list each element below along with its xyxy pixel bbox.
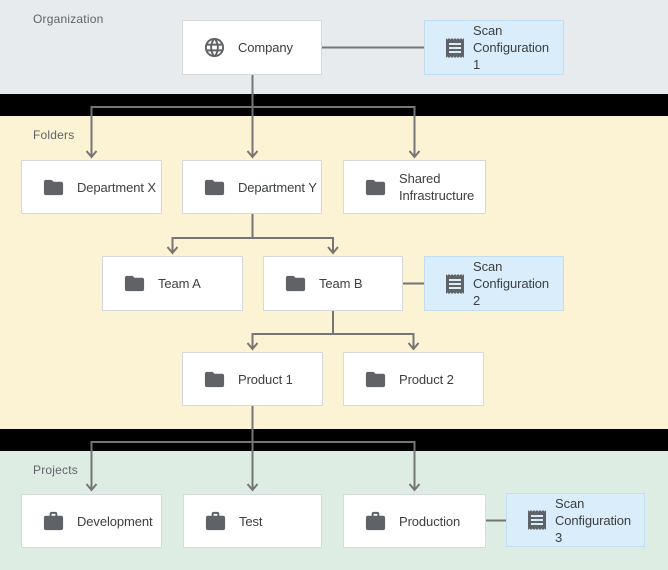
divider-band-bottom [0,429,668,451]
node-scan-config-1: Scan Configuration 1 [424,20,564,75]
node-label: Department X [77,179,157,195]
folder-icon [284,272,307,295]
node-label: Scan Configuration 3 [555,495,632,545]
node-label: Company [238,40,293,55]
briefcase-icon [204,510,227,533]
folder-icon [42,176,65,199]
node-product-2: Product 2 [343,352,484,406]
node-label: Development [77,513,153,529]
node-department-y: Department Y [182,160,322,214]
node-test: Test [183,494,322,548]
folders-band-label: Folders [33,128,75,142]
organization-band: Organization [0,0,668,94]
node-company: Company [182,20,322,75]
briefcase-icon [42,510,65,533]
node-scan-config-2: Scan Configuration 2 [424,256,564,311]
node-label: Team A [158,276,201,291]
node-scan-config-3: Scan Configuration 3 [506,493,645,547]
node-label: Test [239,513,263,529]
divider-band-top [0,94,668,116]
organization-band-label: Organization [33,12,104,26]
projects-band-label: Projects [33,463,78,477]
folder-icon [203,176,226,199]
folder-icon [364,176,387,199]
folder-icon [364,368,387,391]
node-label: Product 1 [238,371,293,387]
globe-icon [203,36,226,59]
node-team-b: Team B [263,256,403,311]
folder-icon [123,272,146,295]
node-label: Production [399,513,461,529]
node-product-1: Product 1 [182,352,323,406]
receipt-icon [525,507,549,533]
receipt-icon [443,271,467,297]
node-label: Scan Configuration 1 [473,23,550,72]
folder-icon [203,368,226,391]
receipt-icon [443,35,467,61]
node-shared-infrastructure: Shared Infrastructure [343,160,486,214]
node-department-x: Department X [21,160,162,214]
node-production: Production [343,494,486,548]
node-label: Shared Infrastructure [399,171,475,203]
node-label: Team B [319,276,363,291]
node-team-a: Team A [102,256,243,311]
node-label: Product 2 [399,371,454,387]
node-development: Development [21,494,162,548]
node-label: Scan Configuration 2 [473,259,550,308]
node-label: Department Y [238,179,317,195]
briefcase-icon [364,510,387,533]
